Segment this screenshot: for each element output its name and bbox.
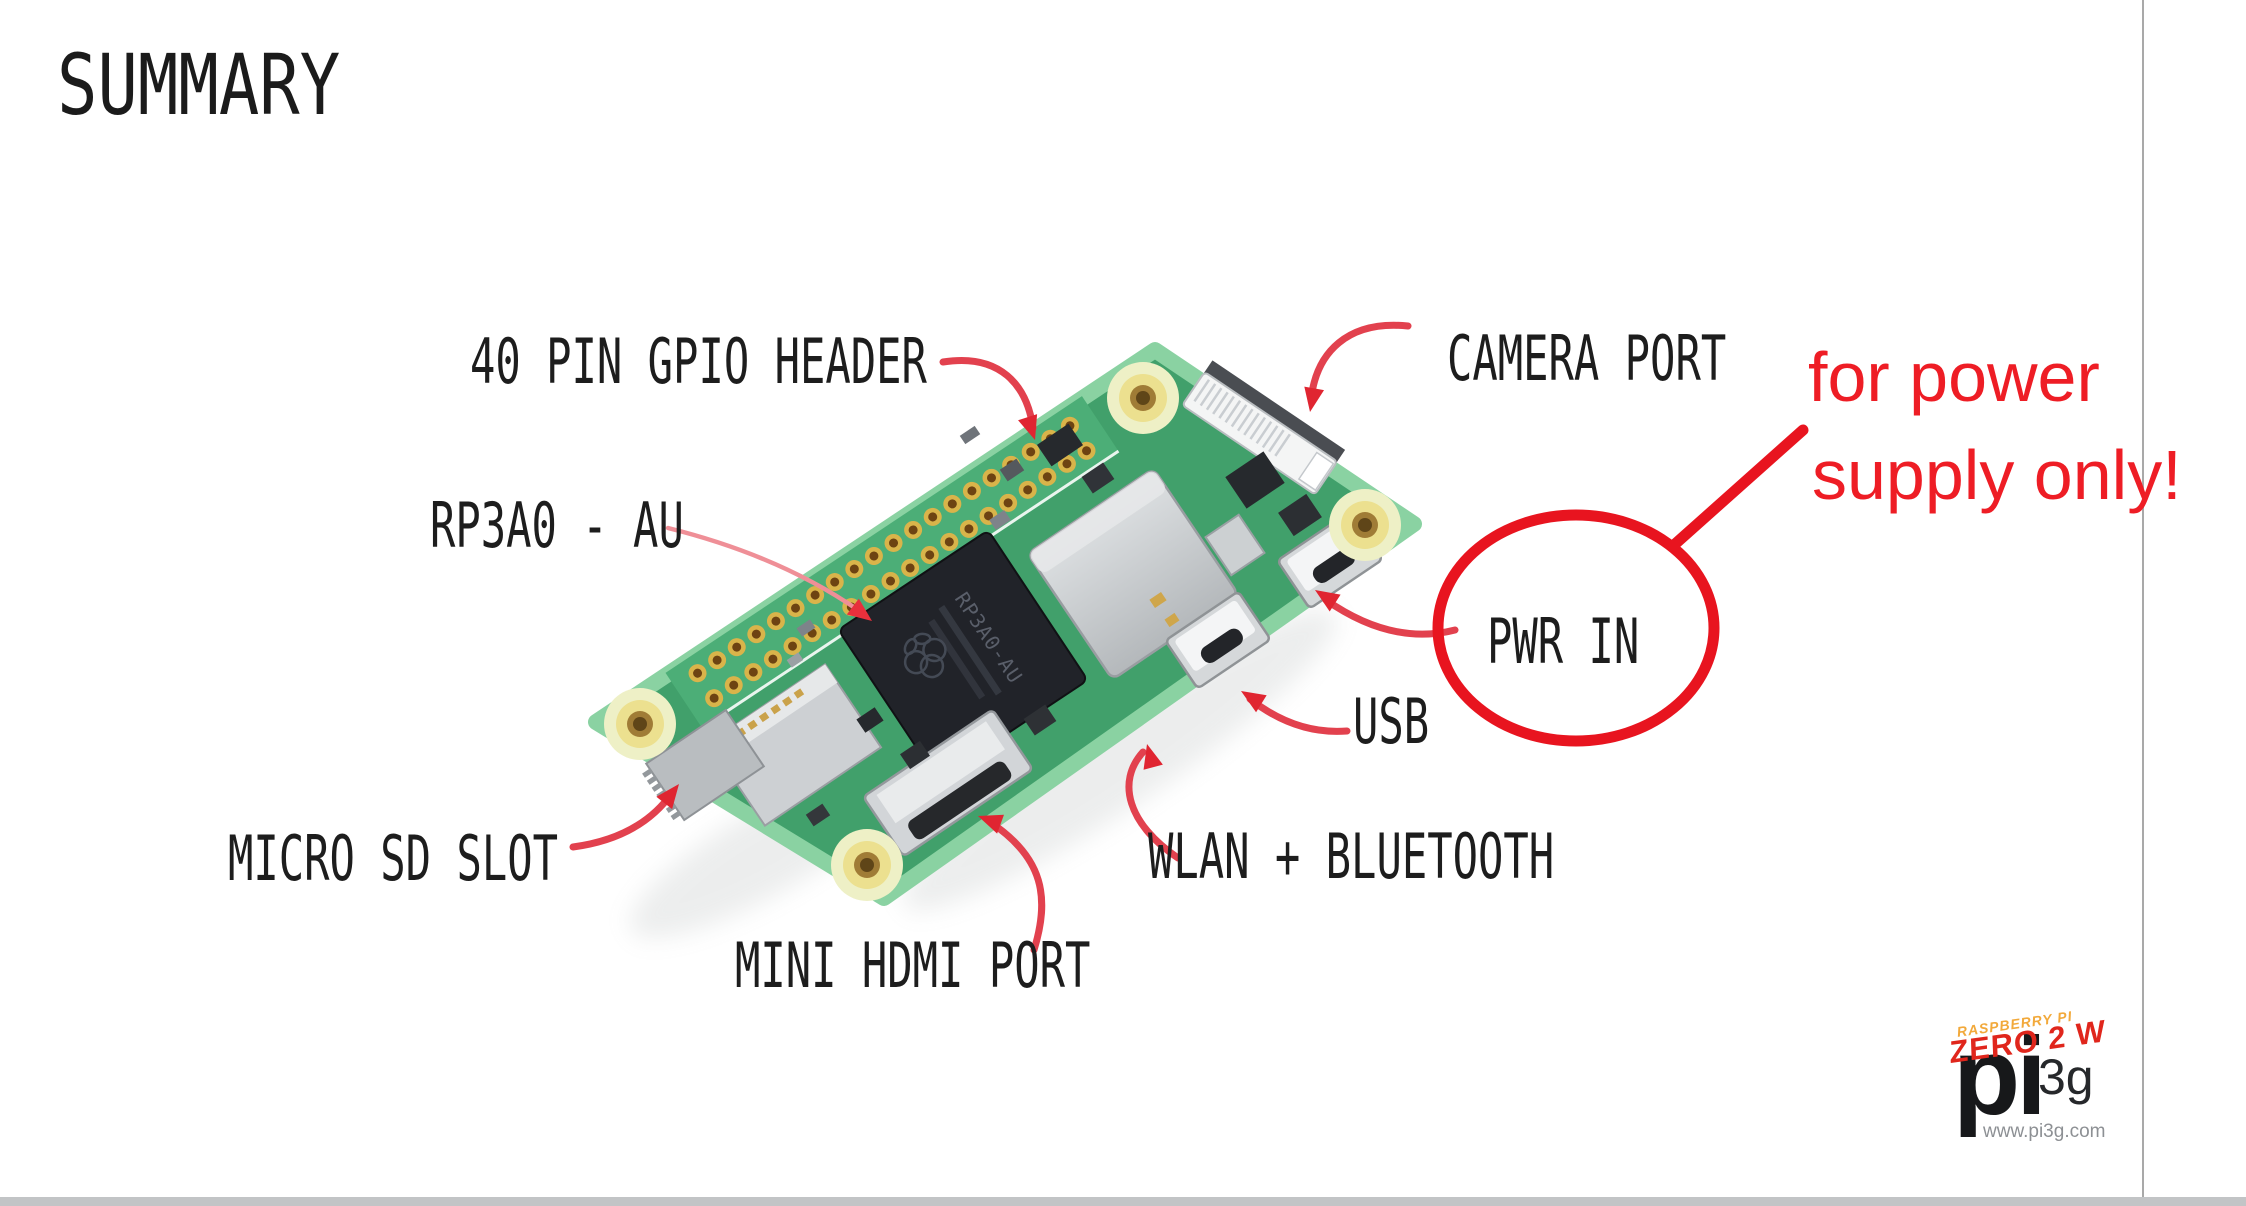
arrow-camera: [1304, 321, 1412, 412]
logo-wordmark: pi: [1953, 1015, 2047, 1138]
label-mini-hdmi: MINI HDMI PORT: [735, 929, 1091, 1002]
label-micro-sd: MICRO SD SLOT: [228, 822, 558, 895]
arrow-mini-hdmi: [978, 814, 1046, 954]
annotation-arrows: [569, 321, 1459, 954]
slide-title: SUMMARY: [57, 36, 341, 134]
small-components: [786, 423, 1322, 827]
arrow-wlan: [1125, 744, 1182, 862]
annotation-callout-line: [1668, 424, 1809, 551]
shield-aux: [1204, 513, 1266, 577]
arrow-gpio: [939, 357, 1038, 440]
annotation-text-line1: for power: [1808, 338, 2100, 416]
mounting-holes: [604, 362, 1401, 901]
logo-superscript: 3g: [2038, 1049, 2094, 1105]
arrow-usb: [1241, 691, 1351, 735]
page-right-edge: [2142, 0, 2144, 1206]
label-pwr-in: PWR IN: [1487, 605, 1640, 678]
arrow-micro-sd: [569, 784, 679, 851]
label-usb: USB: [1353, 685, 1430, 758]
label-gpio-header: 40 PIN GPIO HEADER: [470, 325, 927, 398]
mini-hdmi-port: [863, 710, 1033, 856]
logo-url: www.pi3g.com: [1983, 1121, 2106, 1142]
annotation-circle: [1432, 509, 1720, 747]
label-rp3a0: RP3A0 - AU: [430, 489, 684, 562]
viewer-bottom-edge: [0, 1197, 2246, 1206]
raspberry-logo-etch: [903, 632, 947, 679]
label-camera-port: CAMERA PORT: [1447, 322, 1727, 395]
annotation-text-line2: supply only!: [1812, 436, 2182, 514]
rp3a0-chip: RP3A0-AU: [839, 531, 1087, 779]
label-wlan-bt: WLAN + BLUETOOTH: [1148, 820, 1555, 893]
arrow-rp3a0: [665, 525, 872, 621]
camera-port: [1182, 360, 1346, 495]
wlan-shield: [1029, 470, 1237, 678]
gpio-header: [665, 396, 1120, 730]
usb-port: [1165, 592, 1271, 688]
